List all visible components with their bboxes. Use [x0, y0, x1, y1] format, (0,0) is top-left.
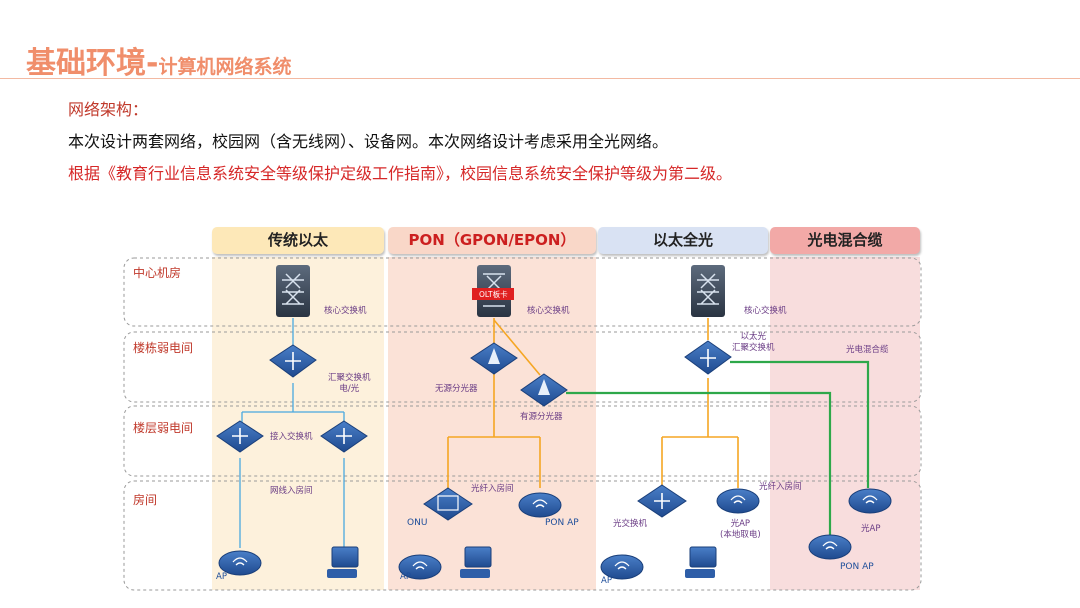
optical-ap-local-power-label: 光AP(本地取电) [720, 519, 761, 540]
pon-ap-label: PON AP [545, 518, 579, 528]
olt-card-label: OLT板卡 [479, 290, 508, 299]
fiber-to-room-label: 光纤入房间 [471, 484, 514, 494]
ap-label: AP [216, 572, 227, 582]
optical-ap-icon [716, 488, 760, 514]
pon-ap-icon [808, 534, 852, 560]
ap-icon [398, 554, 442, 580]
row-box-datacenter [123, 257, 922, 327]
aggregation-switch-icon [269, 344, 317, 378]
aggregation-switch-icon [684, 340, 732, 375]
ap-label: AP [601, 576, 612, 586]
column-header-ethernet: 传统以太 [212, 227, 384, 254]
optical-ap-icon [848, 488, 892, 514]
active-splitter-icon [520, 373, 568, 407]
optical-switch-label: 光交换机 [613, 519, 648, 529]
optical-switch-icon [637, 484, 687, 518]
fiber-links [447, 318, 739, 488]
column-header-all-optical: 以太全光 [598, 227, 768, 254]
row-box-room [123, 480, 922, 591]
title-divider [0, 78, 1080, 79]
column-header-pon: PON（GPON/EPON） [388, 227, 596, 254]
aggregation-switch-label: 汇聚交换机电/光 [328, 373, 371, 394]
passive-splitter-label: 无源分光器 [435, 384, 478, 394]
row-label-building: 楼栋弱电间 [133, 341, 194, 355]
core-switch-icon [691, 265, 725, 317]
column-bg-all-optical [598, 257, 768, 590]
column-bg-hybrid [770, 257, 920, 590]
column-header-hybrid: 光电混合缆 [770, 227, 920, 254]
page-title-main: 基础环境- [26, 46, 159, 81]
pc-icon [685, 546, 717, 578]
optical-ap-label: 光AP [861, 524, 881, 534]
core-switch-label: 核心交换机 [324, 306, 367, 316]
access-switch-icon [216, 420, 264, 453]
hybrid-cable-links [566, 360, 870, 535]
page-title: 基础环境-计算机网络系统 [26, 38, 291, 82]
row-box-floor [123, 405, 922, 477]
ap-icon [600, 554, 644, 580]
row-box-building [123, 331, 922, 403]
row-label-floor: 楼层弱电间 [133, 421, 194, 435]
passive-splitter-icon [470, 342, 518, 375]
page-title-sub: 计算机网络系统 [158, 56, 292, 78]
security-level-text: 根据《教育行业信息系统安全等级保护定级工作指南》，校园信息系统安全保护等级为第二… [68, 164, 733, 183]
fiber-to-room-label: 光纤入房间 [759, 482, 802, 492]
onu-label: ONU [407, 518, 428, 528]
access-switch-label: 接入交换机 [270, 432, 313, 442]
core-switch-label: 核心交换机 [527, 306, 570, 316]
pc-icon [327, 546, 359, 578]
core-switch-icon [276, 265, 310, 317]
description-text: 本次设计两套网络，校园网（含无线网）、设备网。本次网络设计考虑采用全光网络。 [68, 132, 669, 151]
access-switch-icon [320, 420, 368, 453]
row-label-room: 房间 [133, 493, 158, 507]
pon-ap-label: PON AP [840, 562, 874, 572]
section-heading: 网络架构： [68, 100, 149, 119]
ap-label: AP [400, 572, 411, 582]
ethernet-links [239, 318, 345, 548]
core-switch-label: 核心交换机 [744, 306, 787, 316]
active-splitter-label: 有源分光器 [520, 412, 563, 422]
cable-to-room-label: 网线入房间 [270, 486, 313, 496]
ap-icon [218, 550, 262, 576]
pon-ap-icon [518, 492, 562, 518]
pc-icon [460, 546, 492, 578]
aggregation-switch-label: 以太光汇聚交换机 [732, 332, 775, 353]
onu-icon [423, 487, 473, 521]
row-label-datacenter: 中心机房 [133, 266, 182, 280]
olt-core-switch-icon [472, 265, 514, 317]
hybrid-cable-label: 光电混合缆 [846, 345, 889, 355]
